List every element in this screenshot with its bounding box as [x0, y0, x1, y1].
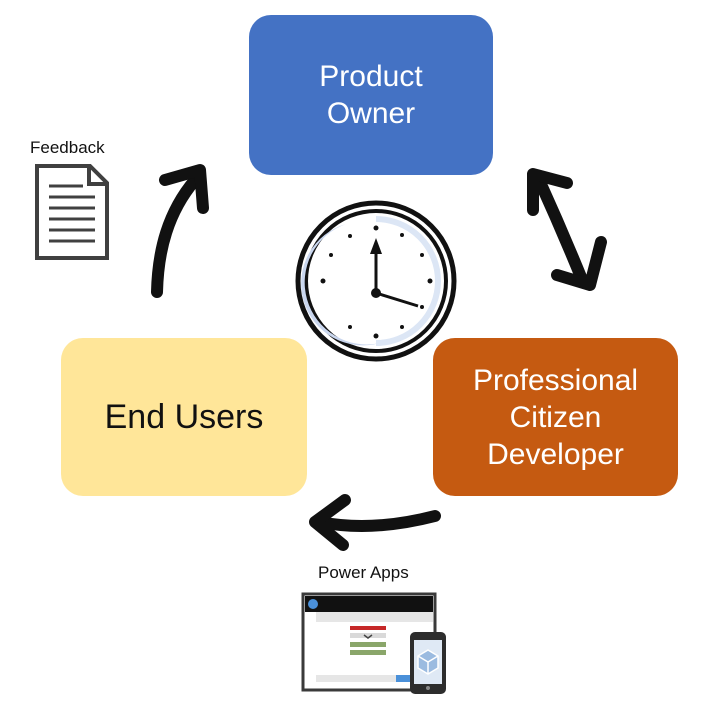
arrow-end-users-to-product-owner: [151, 164, 209, 298]
feedback-label: Feedback: [30, 138, 105, 157]
pro-dev-line-3: Developer: [487, 437, 624, 471]
product-owner-label: Product Owner: [319, 58, 422, 132]
end-users-box: End Users: [61, 338, 307, 496]
pro-dev-line-1: Professional: [472, 363, 639, 397]
professional-citizen-developer-box: Professional Citizen Developer: [433, 338, 678, 496]
power-apps-label: Power Apps: [318, 563, 409, 582]
document-icon: [35, 164, 109, 260]
pro-dev-line-2: Citizen: [509, 400, 602, 434]
clock-icon: [295, 200, 457, 362]
product-owner-box: Product Owner: [249, 15, 493, 175]
end-users-label: End Users: [104, 397, 264, 436]
arrow-pro-dev-to-end-users: [309, 494, 441, 551]
arrow-product-owner-pro-dev: [527, 168, 607, 291]
product-owner-line-1: Product: [319, 60, 423, 93]
professional-citizen-developer-label: Professional Citizen Developer: [473, 362, 638, 473]
product-owner-line-2: Owner: [326, 97, 416, 130]
power-apps-devices-icon: [301, 592, 446, 694]
